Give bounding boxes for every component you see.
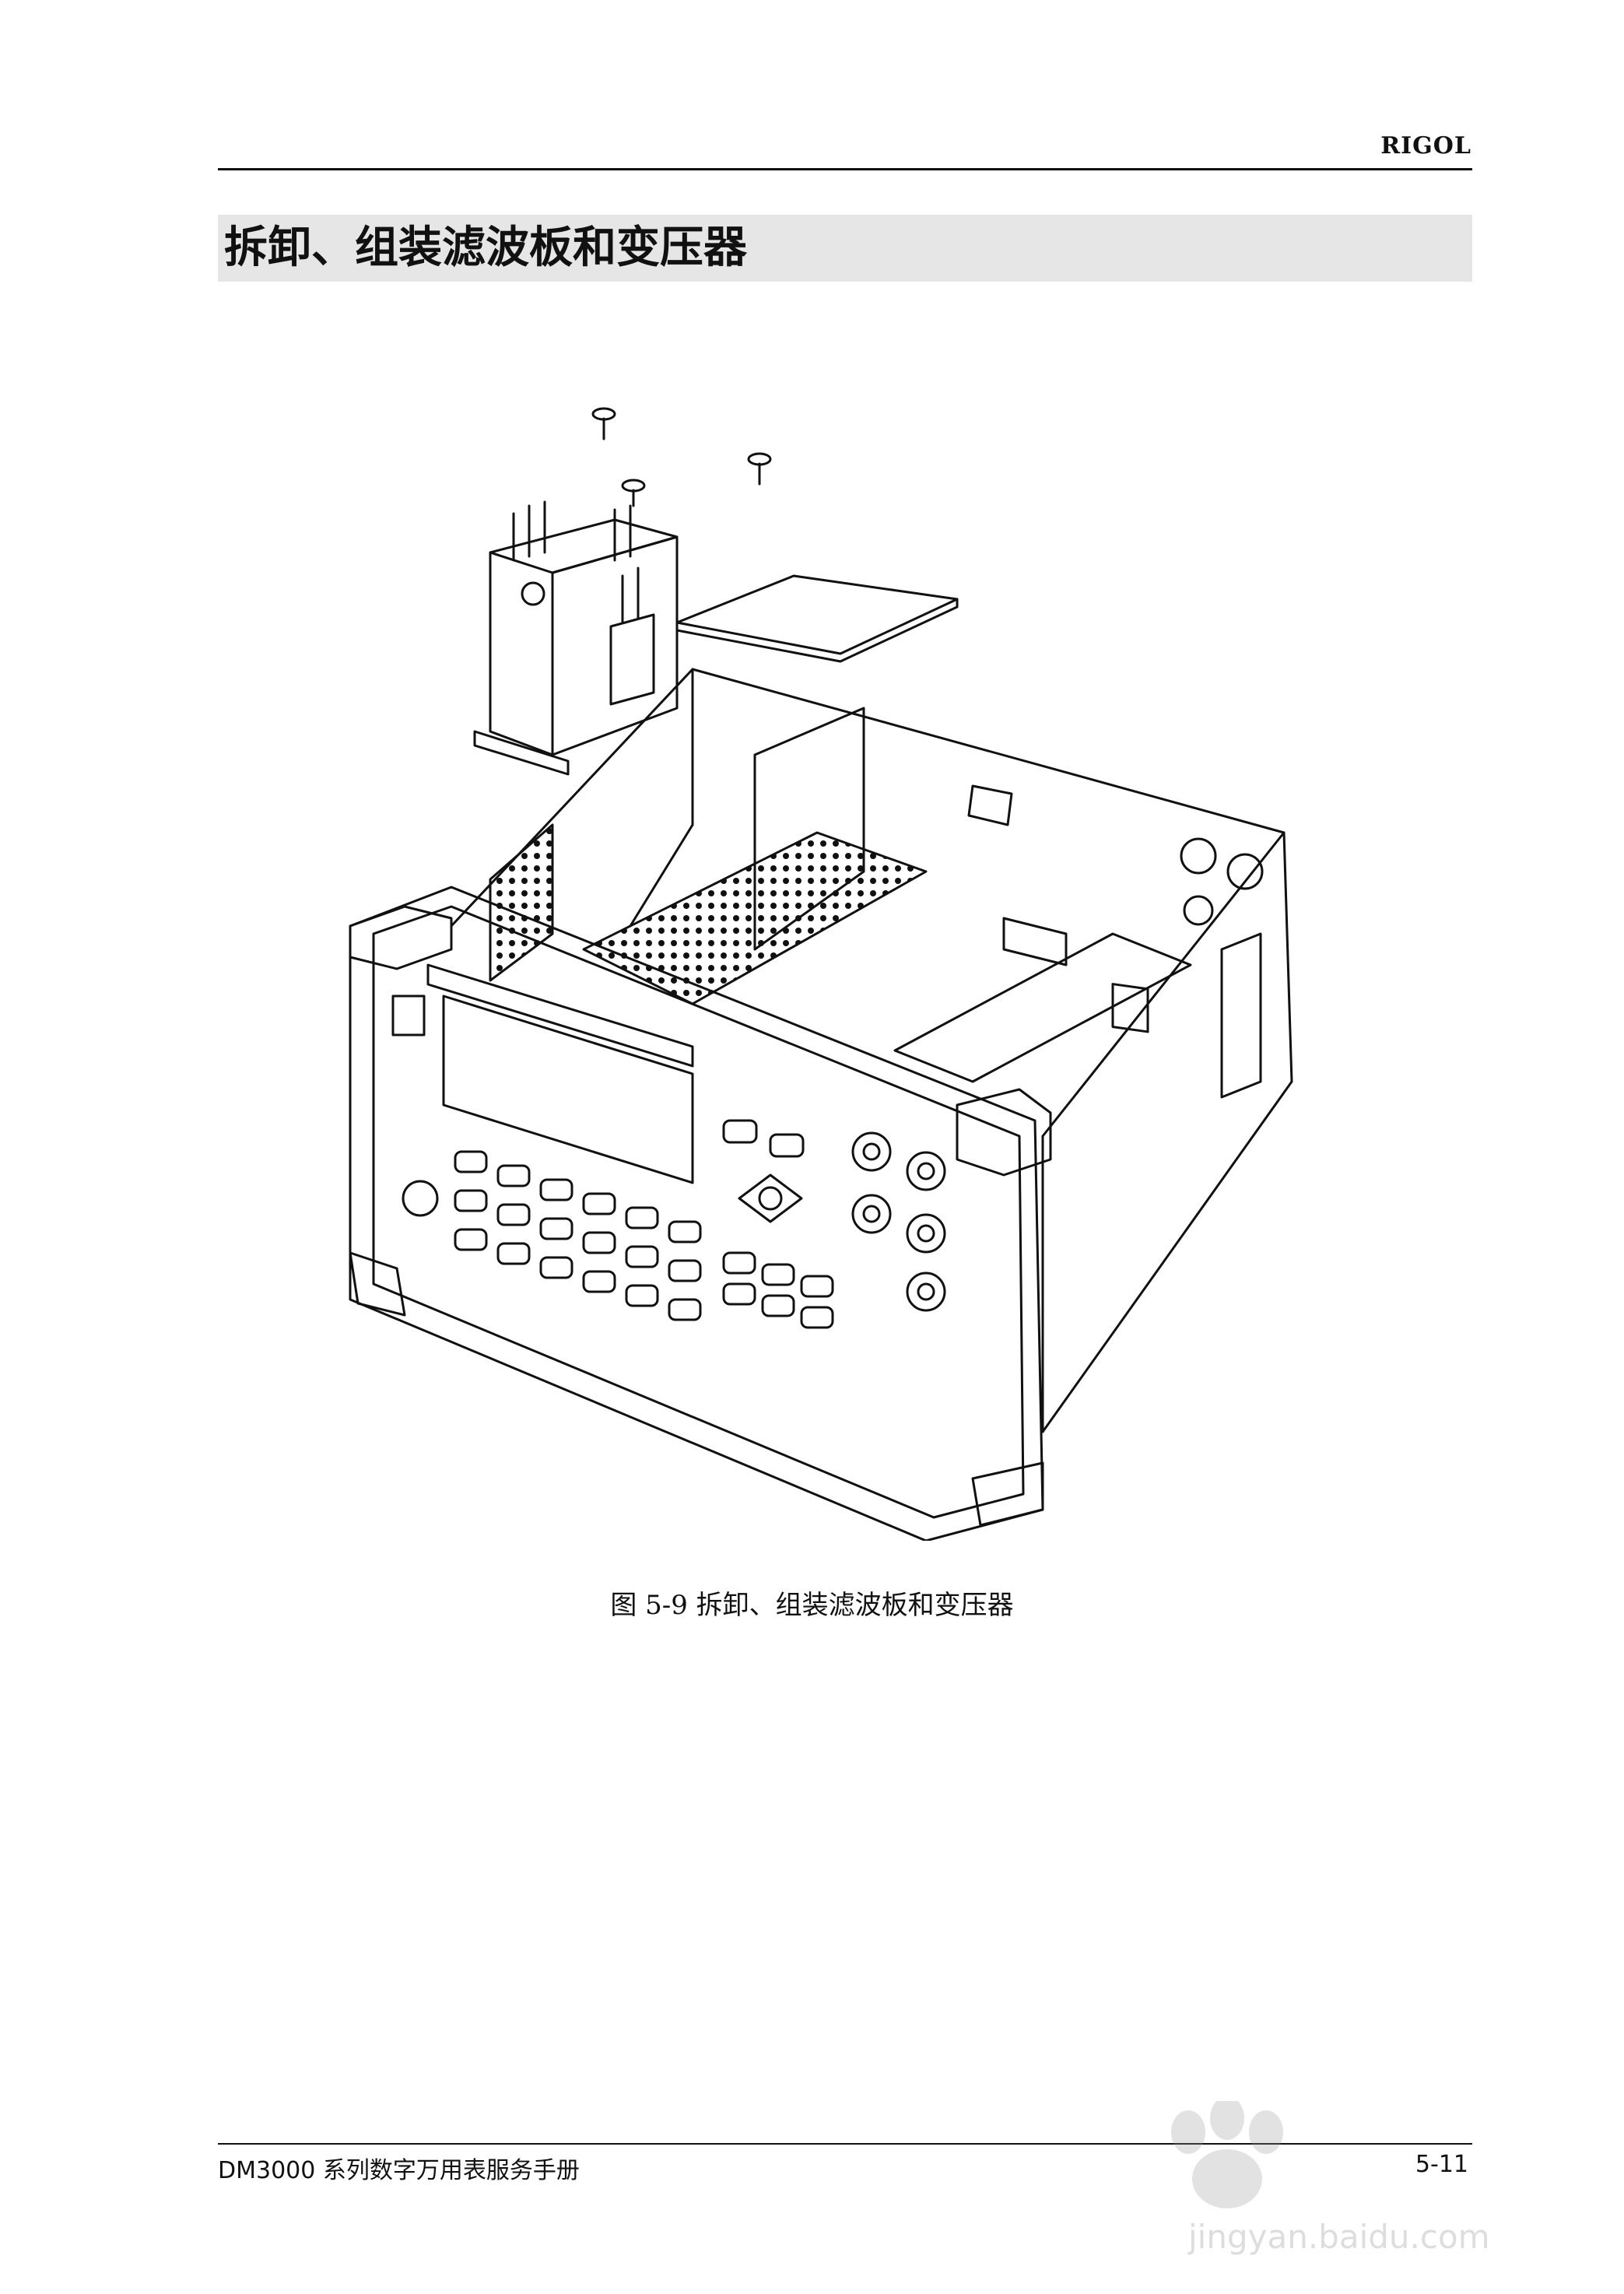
paw-logo-icon [1171, 2096, 1283, 2208]
screw-icon [591, 407, 616, 440]
screw-icon [747, 452, 772, 486]
figure-caption: 图 5-9 拆卸、组装滤波板和变压器 [610, 1590, 1014, 1621]
usb-port-icon [391, 994, 426, 1037]
screw-icon [621, 479, 646, 507]
watermark: jingyan.baidu.com [1142, 2096, 1546, 2280]
power-button-icon [402, 1180, 439, 1217]
navigation-keys [722, 1119, 834, 1329]
section-title-bar: 拆卸、组装滤波板和变压器 [218, 215, 1472, 282]
filter-board [609, 566, 959, 706]
exploded-view-figure [349, 407, 1293, 1541]
watermark-text: jingyan.baidu.com [1188, 2218, 1490, 2256]
footer-manual-title: DM3000 系列数字万用表服务手册 [218, 2157, 580, 2184]
transformer [473, 500, 679, 776]
input-terminals [851, 1131, 946, 1312]
lcd-display [442, 994, 694, 1184]
header-brand: RIGOL [1380, 132, 1471, 160]
soft-keys [454, 1150, 702, 1321]
section-title: 拆卸、组装滤波板和变压器 [224, 223, 747, 273]
front-panel [349, 886, 1052, 1541]
footer-page-number: 5-11 [1415, 2151, 1468, 2178]
chassis [450, 668, 1293, 1433]
footer-rule [218, 2143, 1472, 2145]
header-rule [218, 168, 1472, 170]
